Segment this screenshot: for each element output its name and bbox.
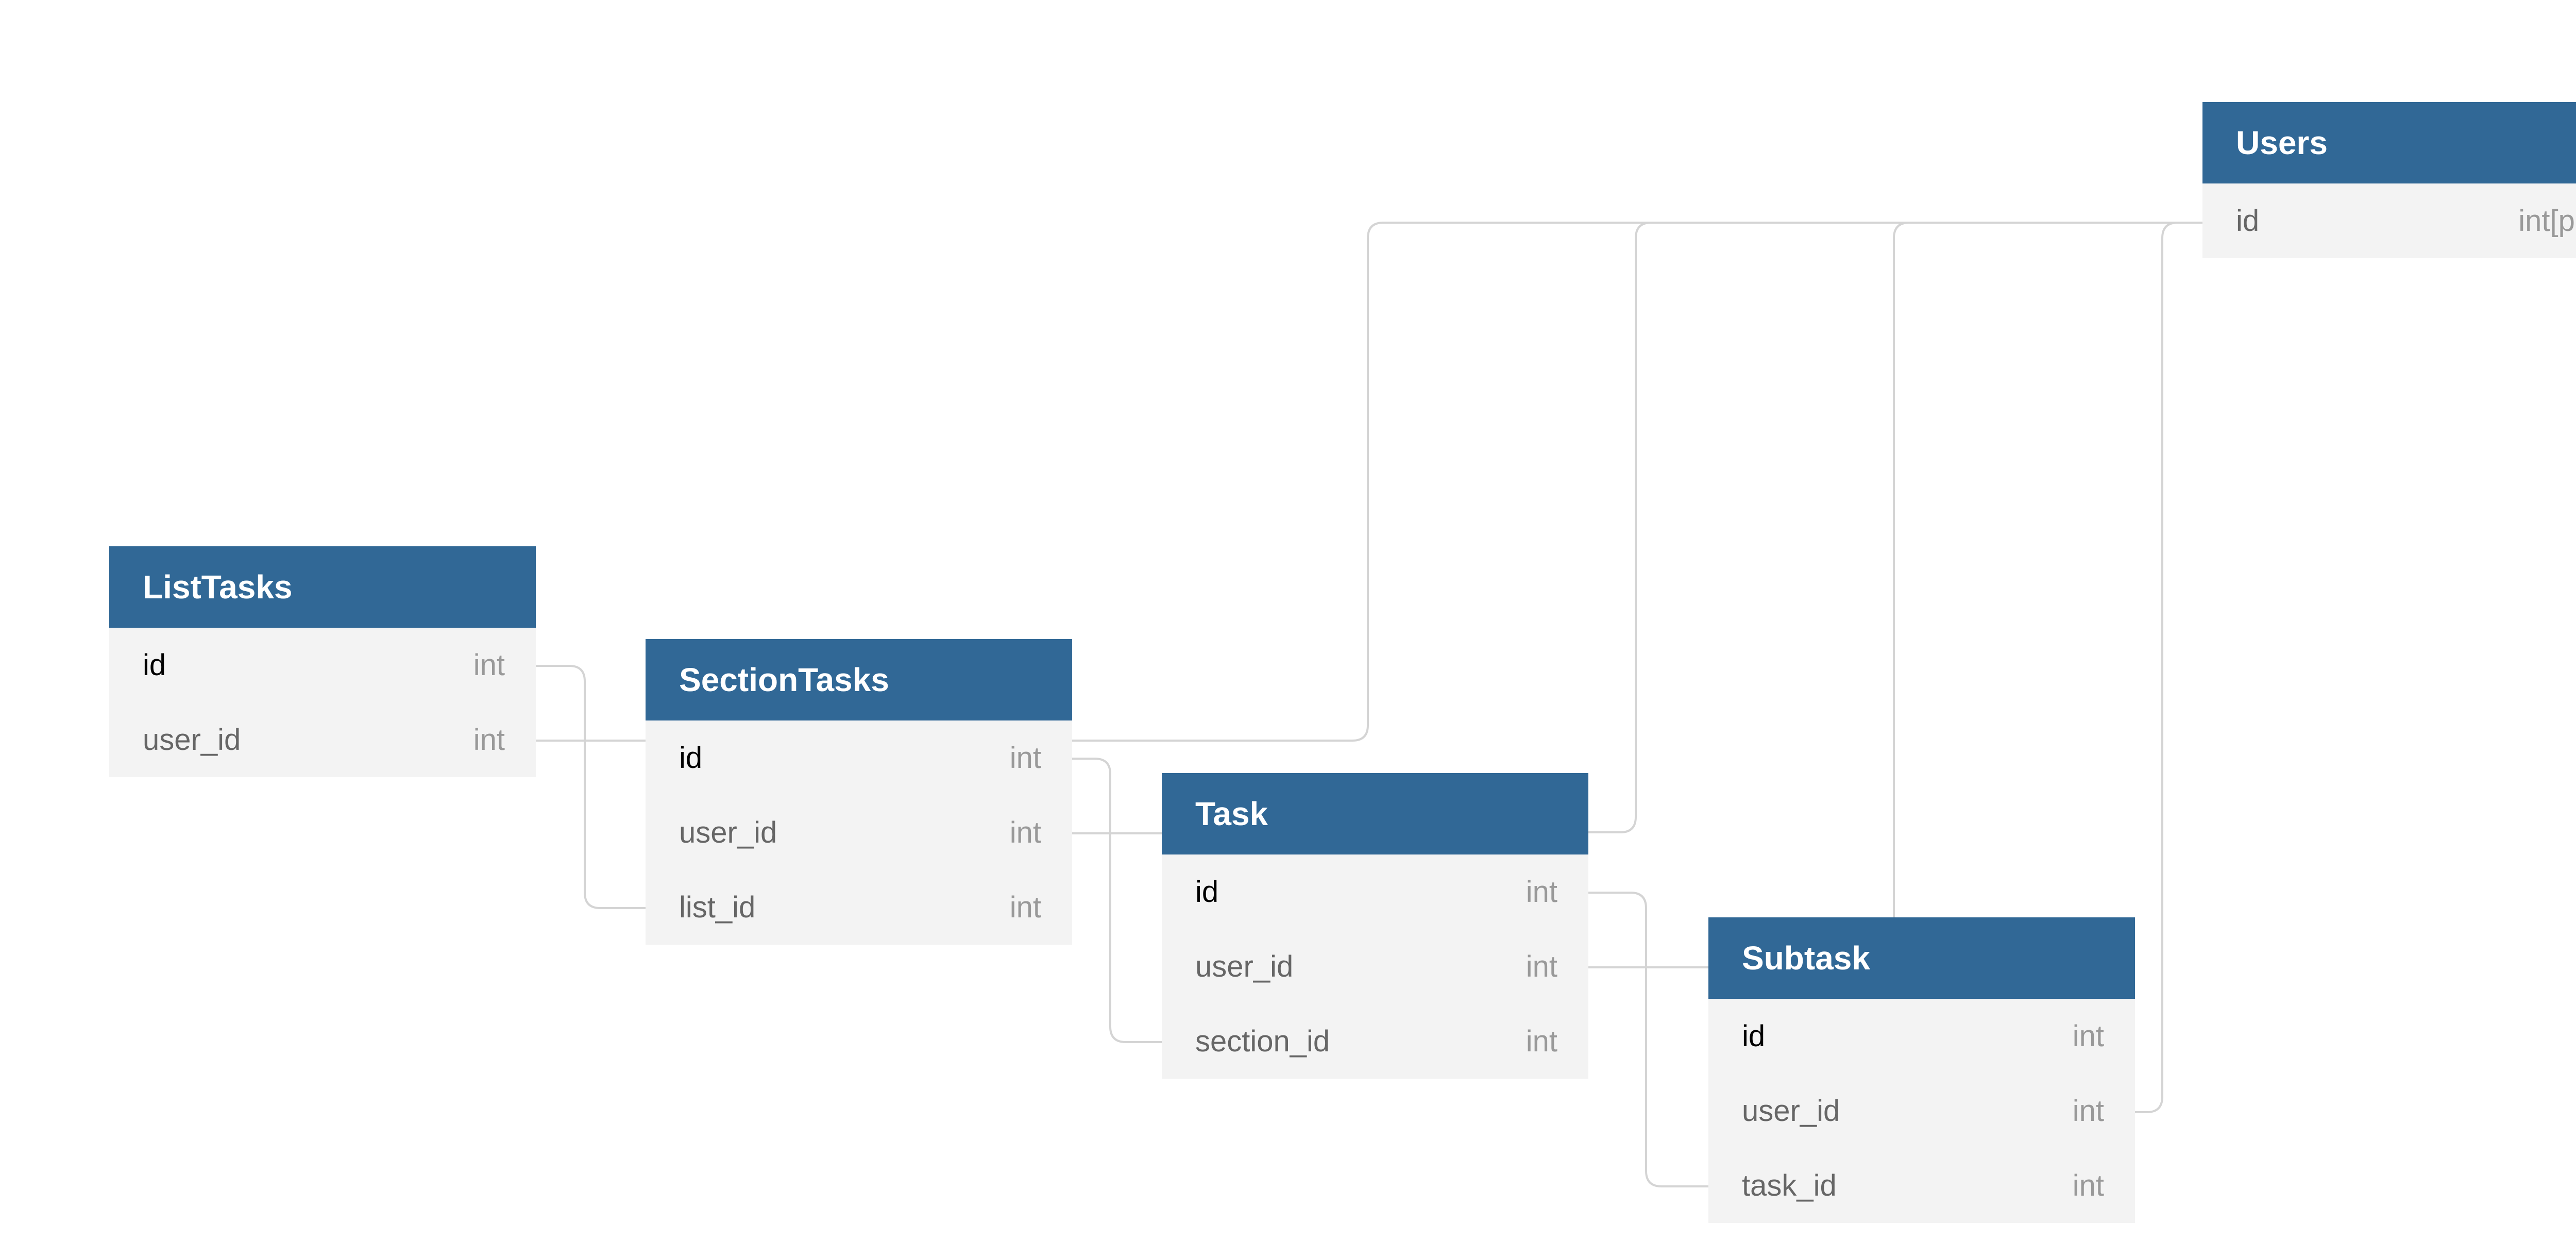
column-type: int <box>2072 1169 2104 1202</box>
sectiontasks-table[interactable]: SectionTasks id int user_id int list_id … <box>646 639 1072 945</box>
task-table[interactable]: Task id int user_id int section_id int <box>1162 773 1588 1079</box>
listtasks-table-body: id int user_id int <box>109 628 536 777</box>
column-type: int <box>2072 1019 2104 1053</box>
column-name: task_id <box>1742 1169 1837 1202</box>
subtask-table-body: id int user_id int task_id int <box>1708 999 2135 1223</box>
subtask-table[interactable]: Subtask id int user_id int task_id int <box>1708 917 2135 1223</box>
connector-task-section-to-sectiontasks <box>1070 758 1163 1043</box>
users-table[interactable]: Users id int[pk] <box>2202 102 2576 258</box>
connector-task-user-to-users <box>1586 222 1652 833</box>
column-type: int <box>1009 741 1041 775</box>
column-type: int[pk] <box>2518 204 2576 238</box>
column-name: list_id <box>679 891 756 924</box>
users-column-id[interactable]: id int[pk] <box>2202 183 2576 258</box>
column-type: int <box>1526 950 1557 983</box>
column-name: user_id <box>143 723 241 757</box>
subtask-table-header[interactable]: Subtask <box>1708 917 2135 999</box>
column-type: int <box>473 723 505 757</box>
column-name: id <box>1742 1019 1766 1053</box>
column-type: int <box>1526 875 1557 909</box>
column-name: section_id <box>1195 1025 1330 1058</box>
listtasks-column-user-id[interactable]: user_id int <box>109 702 536 777</box>
column-name: user_id <box>1195 950 1294 983</box>
sectiontasks-column-user-id[interactable]: user_id int <box>646 795 1072 870</box>
task-column-section-id[interactable]: section_id int <box>1162 1004 1588 1079</box>
column-name: id <box>2236 204 2260 238</box>
column-name: id <box>679 741 703 775</box>
connector-subtask-to-users <box>1893 222 1910 918</box>
subtask-column-user-id[interactable]: user_id int <box>1708 1074 2135 1148</box>
task-table-body: id int user_id int section_id int <box>1162 854 1588 1079</box>
column-type: int <box>1526 1025 1557 1058</box>
connector-sectiontasks-list-to-listtasks <box>534 665 647 909</box>
users-table-body: id int[pk] <box>2202 183 2576 258</box>
column-name: id <box>1195 875 1219 909</box>
column-name: user_id <box>679 816 777 849</box>
column-type: int <box>1009 891 1041 924</box>
connector-subtask-task-to-task <box>1586 892 1709 1187</box>
sectiontasks-column-id[interactable]: id int <box>646 720 1072 795</box>
column-type: int <box>1009 816 1041 849</box>
users-table-header[interactable]: Users <box>2202 102 2576 183</box>
column-type: int <box>2072 1094 2104 1128</box>
connector-listtasks-user-to-users <box>534 222 2204 742</box>
task-table-header[interactable]: Task <box>1162 773 1588 854</box>
task-column-user-id[interactable]: user_id int <box>1162 929 1588 1004</box>
sectiontasks-table-header[interactable]: SectionTasks <box>646 639 1072 720</box>
sectiontasks-column-list-id[interactable]: list_id int <box>646 870 1072 945</box>
column-name: id <box>143 648 166 682</box>
connector-subtask-user-to-users <box>2133 222 2204 1113</box>
sectiontasks-table-body: id int user_id int list_id int <box>646 720 1072 945</box>
subtask-column-task-id[interactable]: task_id int <box>1708 1148 2135 1223</box>
listtasks-column-id[interactable]: id int <box>109 628 536 702</box>
task-column-id[interactable]: id int <box>1162 854 1588 929</box>
column-type: int <box>473 648 505 682</box>
listtasks-table-header[interactable]: ListTasks <box>109 546 536 628</box>
subtask-column-id[interactable]: id int <box>1708 999 2135 1074</box>
column-name: user_id <box>1742 1094 1840 1128</box>
listtasks-table[interactable]: ListTasks id int user_id int <box>109 546 536 777</box>
